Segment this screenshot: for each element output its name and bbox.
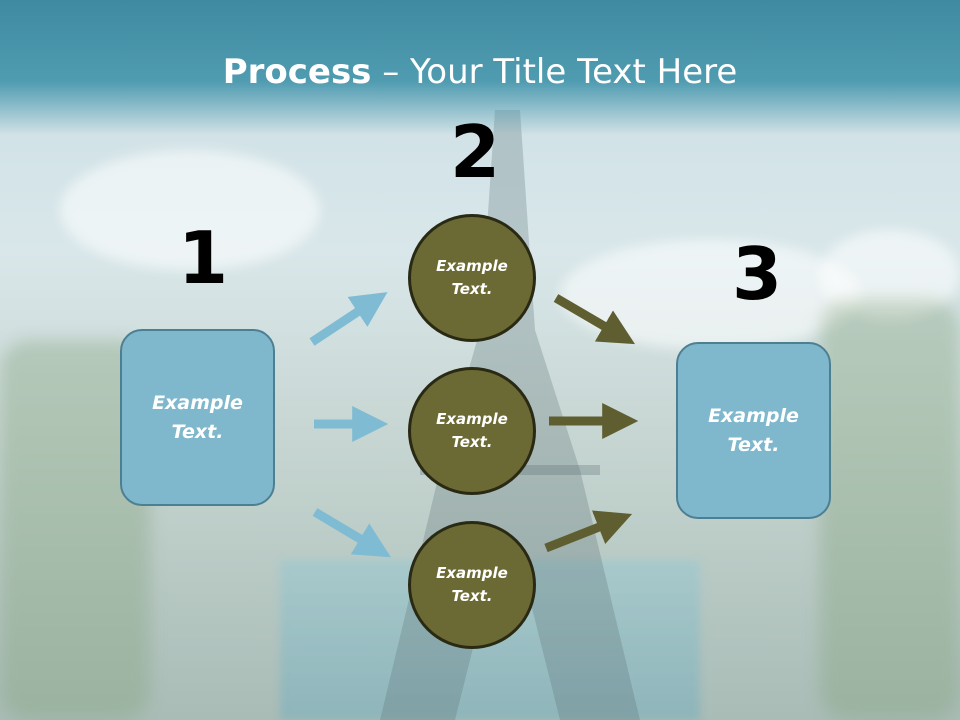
step-1-box: Example Text. [120, 329, 275, 506]
circle-3-text: Example Text. [436, 564, 508, 605]
step-1-text: Example Text. [152, 391, 243, 443]
title-rest: – Your Title Text Here [371, 52, 738, 92]
background-cloud [820, 230, 960, 320]
arrow-from-top-circle [553, 294, 635, 345]
title-bold: Process [222, 52, 372, 92]
step-number-3: 3 [732, 232, 783, 316]
arrow-to-top-circle [309, 292, 388, 346]
slide-title: Process – Your Title Text Here [0, 52, 960, 92]
step-3-box: Example Text. [676, 342, 831, 519]
step-2-circle-2: Example Text. [408, 367, 536, 495]
step-number-2: 2 [450, 110, 501, 194]
arrow-to-bottom-circle [312, 508, 391, 558]
header-band [0, 0, 960, 135]
step-2-circle-3: Example Text. [408, 521, 536, 649]
circle-1-text: Example Text. [436, 257, 508, 298]
step-number-1: 1 [178, 216, 229, 300]
background-cloud [60, 150, 320, 270]
background-buildings [820, 300, 960, 720]
step-2-circle-1: Example Text. [408, 214, 536, 342]
circle-2-text: Example Text. [436, 410, 508, 451]
step-3-text: Example Text. [708, 404, 799, 456]
arrow-from-bottom-circle [544, 510, 633, 553]
